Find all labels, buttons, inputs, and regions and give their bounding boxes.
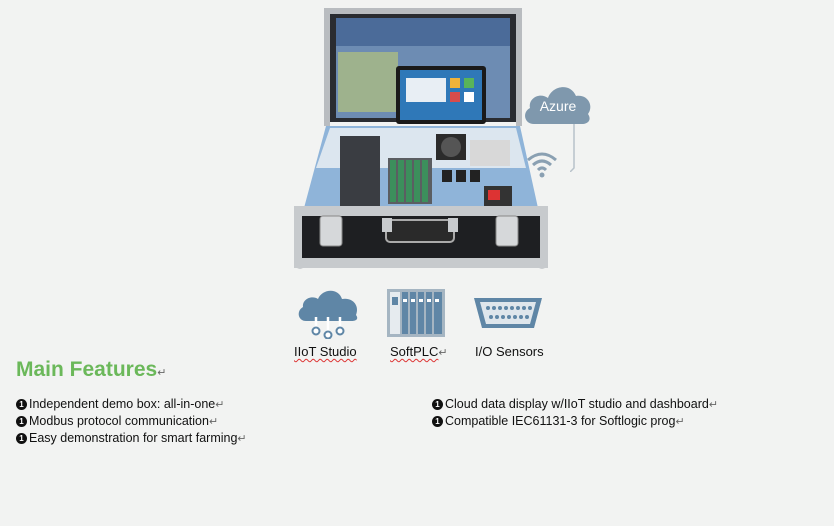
io-sensors-label: I/O Sensors: [475, 344, 544, 359]
plc-rack-icon: [387, 289, 445, 337]
cloud-icon: [525, 87, 591, 124]
softplc-label: SoftPLC↵: [390, 344, 448, 359]
demo-case-image: [294, 8, 548, 269]
feature-item: 1 Modbus protocol communication↵: [16, 414, 218, 428]
feature-item: 1 Easy demonstration for smart farming↵: [16, 431, 247, 445]
bullet-icon: 1: [16, 432, 27, 444]
feature-item: 1 Cloud data display w/IIoT studio and d…: [432, 397, 718, 411]
azure-label: Azure: [539, 98, 577, 114]
feature-item: 1 Independent demo box: all-in-one↵: [16, 397, 224, 411]
io-connector-icon: [474, 298, 542, 328]
bullet-icon: 1: [432, 415, 443, 427]
iiot-cloud-icon: [298, 290, 358, 339]
bullet-icon: 1: [16, 415, 27, 427]
wifi-icon: [527, 152, 557, 178]
main-features-title: Main Features↵: [16, 358, 167, 381]
bullet-icon: 1: [432, 398, 443, 410]
connection-line: [570, 124, 575, 172]
iiot-studio-label: IIoT Studio: [294, 344, 357, 359]
bullet-icon: 1: [16, 398, 27, 410]
feature-item: 1 Compatible IEC61131-3 for Softlogic pr…: [432, 414, 685, 428]
